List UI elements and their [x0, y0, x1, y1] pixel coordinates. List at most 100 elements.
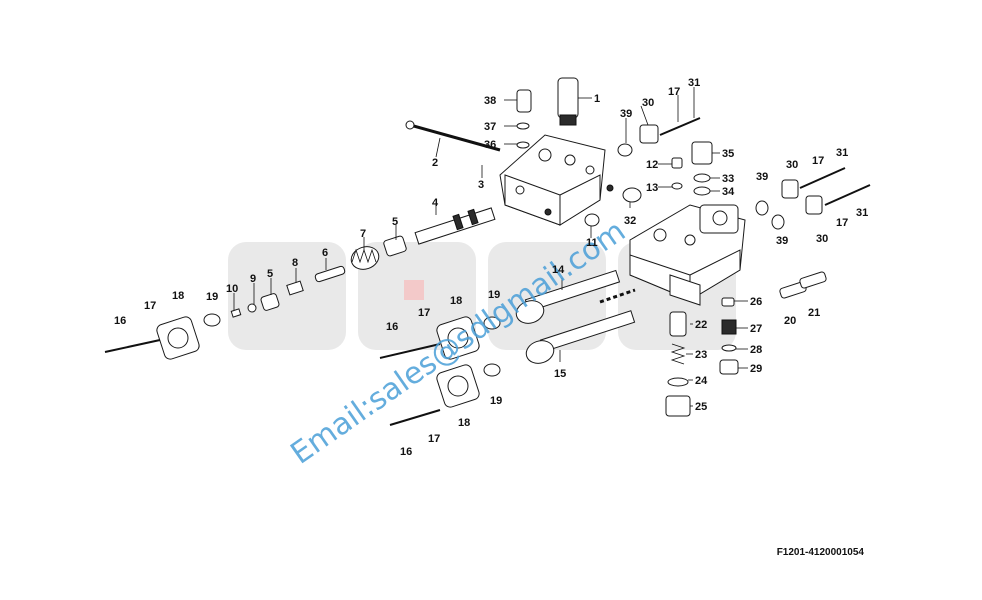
plug-29 — [719, 359, 739, 375]
callout-31-right-a: 31 — [836, 147, 848, 159]
oring-19-left — [203, 313, 221, 327]
ring-13 — [671, 182, 683, 190]
callout-18-lower: 18 — [458, 417, 470, 429]
oring-32 — [622, 187, 642, 203]
callout-25: 25 — [695, 401, 707, 413]
leader-lines — [233, 87, 748, 407]
long-bolt-2 — [405, 120, 501, 152]
upper-valve-body — [499, 134, 614, 226]
callout-8: 8 — [292, 257, 298, 269]
ring-9 — [247, 303, 257, 313]
bolt-16-middle — [379, 343, 441, 359]
callout-5-upper: 5 — [392, 216, 398, 228]
solenoid-1 — [557, 77, 579, 126]
spring-7 — [350, 246, 380, 270]
callout-14: 14 — [552, 264, 565, 276]
end-cover-18-left — [156, 316, 200, 360]
callout-9: 9 — [250, 273, 256, 285]
poppet-26 — [721, 297, 735, 307]
callout-19-lower: 19 — [490, 395, 502, 407]
oring-19-lower — [483, 363, 501, 377]
callout-11: 11 — [586, 237, 598, 249]
callout-30-upper: 30 — [642, 97, 654, 109]
oring-39-right-a — [755, 200, 769, 216]
bolt-31-right-b — [824, 184, 871, 206]
callout-labels: 1 2 3 4 5 7 6 8 5 9 10 18 19 17 16 11 38… — [114, 77, 868, 458]
rod-6 — [314, 265, 346, 283]
adapter-30-upper — [639, 124, 659, 144]
callout-17-middle: 17 — [418, 307, 430, 319]
callout-23: 23 — [695, 349, 707, 361]
callout-39-right-b: 39 — [776, 235, 788, 247]
callout-5-lower: 5 — [267, 268, 273, 280]
callout-24: 24 — [695, 375, 708, 387]
plug-25 — [665, 395, 691, 417]
callout-3: 3 — [478, 179, 484, 191]
callout-28: 28 — [750, 344, 762, 356]
oring-39-right-b — [771, 214, 785, 230]
callout-2: 2 — [432, 157, 438, 169]
callout-30-right-a: 30 — [786, 159, 798, 171]
callout-39-upper: 39 — [620, 108, 632, 120]
callout-27: 27 — [750, 323, 762, 335]
callout-6: 6 — [322, 247, 328, 259]
oring-36 — [516, 141, 530, 149]
callout-19-middle: 19 — [488, 289, 500, 301]
callout-12: 12 — [646, 159, 658, 171]
bolt-31-right-a — [799, 167, 846, 189]
oring-33 — [693, 173, 711, 183]
oring-24 — [667, 377, 689, 387]
callout-20: 20 — [784, 315, 796, 327]
adapter-30-right-a — [781, 179, 799, 199]
bolt-16-left — [104, 339, 161, 353]
spool-4 — [414, 207, 496, 245]
callout-29: 29 — [750, 363, 762, 375]
callout-18-left: 18 — [172, 290, 184, 302]
sleeve-22 — [669, 311, 687, 337]
oring-37 — [516, 122, 530, 130]
callout-26: 26 — [750, 296, 762, 308]
bolt-31-upper — [659, 117, 701, 136]
ring-34 — [693, 186, 711, 196]
callout-15: 15 — [554, 368, 566, 380]
adapter-30-right-b — [805, 195, 823, 215]
callout-31-right-b: 31 — [856, 207, 868, 219]
callout-18-middle: 18 — [450, 295, 462, 307]
callout-17-lower: 17 — [428, 433, 440, 445]
callout-17-right-a: 17 — [812, 155, 824, 167]
callout-34: 34 — [722, 186, 735, 198]
figure-id: F1201-4120001054 — [776, 547, 864, 558]
lower-valve-body — [629, 204, 746, 306]
callout-7: 7 — [360, 228, 366, 240]
spring-27 — [721, 319, 737, 335]
callout-1: 1 — [594, 93, 600, 105]
callout-39-right-a: 39 — [756, 171, 768, 183]
plug-38 — [516, 89, 532, 113]
end-cover-18-lower — [436, 364, 480, 408]
oring-11 — [584, 213, 600, 227]
callout-4: 4 — [432, 197, 439, 209]
callout-31-upper: 31 — [688, 77, 700, 89]
callout-30-right-b: 30 — [816, 233, 828, 245]
spool-14 — [515, 269, 621, 324]
seat-5 — [260, 293, 280, 311]
callout-17-right-b: 17 — [836, 217, 848, 229]
callout-33: 33 — [722, 173, 734, 185]
sensor-21 — [799, 271, 827, 289]
callout-16-lower: 16 — [400, 446, 412, 458]
cap-5 — [383, 235, 407, 257]
pin-10 — [230, 308, 242, 318]
callout-22: 22 — [695, 319, 707, 331]
oring-39-upper — [617, 143, 633, 157]
spool-15 — [525, 310, 636, 364]
callout-21: 21 — [808, 307, 820, 319]
spring-8 — [286, 280, 304, 296]
callout-32: 32 — [624, 215, 636, 227]
callout-35: 35 — [722, 148, 734, 160]
callout-10: 10 — [226, 283, 238, 295]
callout-16-middle: 16 — [386, 321, 398, 333]
callout-19-left: 19 — [206, 291, 218, 303]
callout-36: 36 — [484, 139, 496, 151]
end-cover-18-middle — [436, 316, 480, 360]
